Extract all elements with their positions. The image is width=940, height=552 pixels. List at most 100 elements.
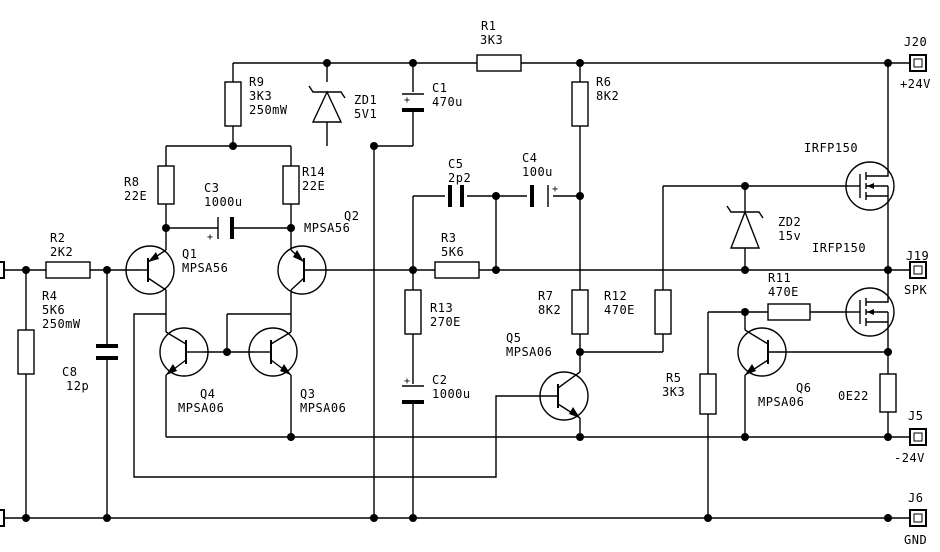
q6-part: MPSA06 [758, 395, 804, 409]
r7-value: 8K2 [538, 303, 561, 317]
resistor-r5 [699, 373, 717, 415]
j6-label: GND [904, 533, 927, 547]
resistor-r13 [404, 289, 422, 335]
svg-text:+: + [404, 95, 411, 106]
connector-input-edge [0, 261, 5, 527]
m1-part: IRFP150 [804, 141, 858, 155]
capacitor-c1: + [402, 93, 424, 112]
mosfet-lower [845, 287, 895, 340]
r3-value: 5K6 [441, 245, 464, 259]
zd2-value: 15v [778, 229, 801, 243]
capacitor-c5 [448, 185, 464, 207]
c4-value: 100u [522, 165, 553, 179]
connector-j20 [909, 54, 927, 72]
j20-label: +24V [900, 77, 931, 91]
capacitor-c8 [96, 344, 118, 360]
j19-label: SPK [904, 283, 927, 297]
r2-value: 2K2 [50, 245, 73, 259]
transistor-q6 [737, 327, 794, 377]
r14-value: 22E [302, 179, 325, 193]
r8-value: 22E [124, 189, 147, 203]
q5-ref: Q5 [506, 331, 521, 345]
q2-ref: Q2 [344, 209, 359, 223]
c8-ref: C8 [62, 365, 77, 379]
j20-ref: J20 [904, 35, 927, 49]
q5-part: MPSA06 [506, 345, 552, 359]
resistor-0e22 [879, 373, 897, 413]
j6-ref: J6 [908, 491, 923, 505]
q3-ref: Q3 [300, 387, 315, 401]
labels: R1 3K3 R9 3K3 250mW ZD1 5V1 C1 470u R6 8… [42, 19, 931, 547]
resistor-r4 [17, 329, 35, 375]
resistor-r1 [476, 54, 522, 72]
zd1-ref: ZD1 [354, 93, 377, 107]
svg-text:+: + [552, 184, 559, 195]
r6-value: 8K2 [596, 89, 619, 103]
r4-ref: R4 [42, 289, 57, 303]
r13-ref: R13 [430, 301, 453, 315]
r2-ref: R2 [50, 231, 65, 245]
connectors [0, 54, 927, 527]
resistor-r11 [767, 303, 811, 321]
mosfet-upper [845, 161, 895, 212]
resistor-r6 [571, 81, 589, 127]
transistor-q5 [539, 371, 589, 421]
wires [0, 62, 910, 519]
r7-ref: R7 [538, 289, 553, 303]
r14-ref: R14 [302, 165, 325, 179]
r-shunt-value: 0E22 [838, 389, 869, 403]
zener-zd2 [726, 205, 764, 249]
r12-value: 470E [604, 303, 635, 317]
c1-ref: C1 [432, 81, 447, 95]
r4-value: 5K6 [42, 303, 65, 317]
q3-part: MPSA06 [300, 401, 346, 415]
resistor-r12 [654, 289, 672, 335]
r13-value: 270E [430, 315, 461, 329]
junctions [22, 59, 892, 522]
r9-ref: R9 [249, 75, 264, 89]
c3-value: 1000u [204, 195, 243, 209]
q4-ref: Q4 [200, 387, 215, 401]
transistor-q2 [277, 245, 327, 295]
c2-ref: C2 [432, 373, 447, 387]
resistor-r8 [157, 165, 175, 205]
c1-value: 470u [432, 95, 463, 109]
r8-ref: R8 [124, 175, 139, 189]
r9-value: 3K3 [249, 89, 272, 103]
r4-rating: 250mW [42, 317, 81, 331]
q4-part: MPSA06 [178, 401, 224, 415]
r9-rating: 250mW [249, 103, 288, 117]
r1-ref: R1 [481, 19, 496, 33]
q1-part: MPSA56 [182, 261, 228, 275]
q6-ref: Q6 [796, 381, 811, 395]
c5-ref: C5 [448, 157, 463, 171]
c2-value: 1000u [432, 387, 471, 401]
resistor-r2 [45, 261, 91, 279]
r6-ref: R6 [596, 75, 611, 89]
c4-ref: C4 [522, 151, 537, 165]
capacitor-c3: + [207, 217, 234, 243]
transistor-q3 [248, 327, 298, 377]
q1-ref: Q1 [182, 247, 197, 261]
r12-ref: R12 [604, 289, 627, 303]
svg-text:+: + [404, 376, 411, 387]
r5-ref: R5 [666, 371, 681, 385]
j5-label: -24V [894, 451, 925, 465]
resistor-r7 [571, 289, 589, 335]
zd2-ref: ZD2 [778, 215, 801, 229]
c8-value: 12p [66, 379, 89, 393]
c3-ref: C3 [204, 181, 219, 195]
capacitor-c4: + [530, 184, 559, 207]
connector-j5 [909, 428, 927, 446]
r11-value: 470E [768, 285, 799, 299]
resistor-r3 [434, 261, 480, 279]
r5-value: 3K3 [662, 385, 685, 399]
r11-ref: R11 [768, 271, 791, 285]
connector-j6 [909, 509, 927, 527]
svg-text:+: + [207, 232, 214, 243]
r1-value: 3K3 [480, 33, 503, 47]
r3-ref: R3 [441, 231, 456, 245]
transistor-q4 [159, 327, 209, 377]
j5-ref: J5 [908, 409, 923, 423]
